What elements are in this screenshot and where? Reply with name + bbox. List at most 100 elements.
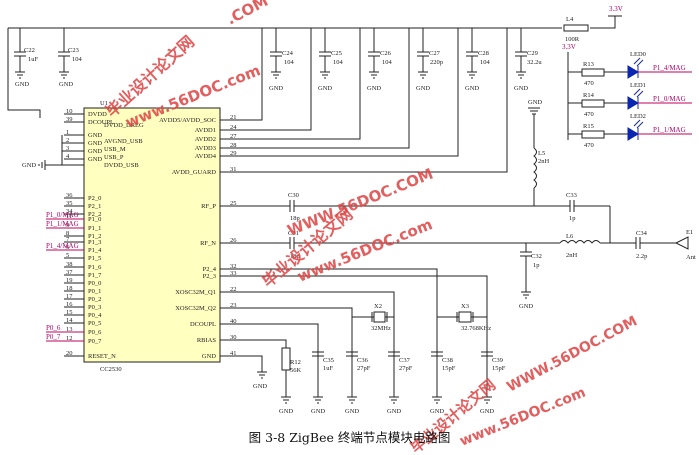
right-pin-name: AVDD2 bbox=[195, 136, 216, 143]
c32-val: 1p bbox=[533, 262, 540, 269]
left-pin-number: 1 bbox=[66, 129, 69, 136]
left-pin-number: 34 bbox=[66, 208, 73, 215]
right-pin-number: 28 bbox=[230, 142, 237, 149]
right-pin-number: 24 bbox=[230, 124, 237, 131]
c28-val: 104 bbox=[480, 59, 491, 66]
chip-label-avgnd-usb: AVGND_USB bbox=[104, 138, 143, 145]
right-pin-name: RBIAS bbox=[197, 337, 217, 344]
c22-val: 1uF bbox=[28, 56, 39, 63]
c39-ref: C39 bbox=[492, 357, 503, 364]
c27-gnd-label: GND bbox=[416, 85, 430, 92]
bottom-cap-plates bbox=[312, 351, 324, 357]
left-pin-name: P1_1 bbox=[88, 225, 101, 232]
ground-label: GND bbox=[279, 408, 293, 415]
chip-gnd-label: GND bbox=[253, 383, 267, 390]
c26-ref: C26 bbox=[380, 50, 392, 57]
right-pin-name: DCOUPL bbox=[190, 321, 216, 328]
res-r15-val: 470 bbox=[584, 142, 594, 149]
ground-symbol bbox=[432, 396, 442, 404]
inductor-l4-val: 100R bbox=[565, 36, 580, 43]
res-r13 bbox=[581, 68, 605, 77]
left-pin-name: P0_0 bbox=[88, 280, 101, 287]
led2-ref: LED2 bbox=[630, 113, 646, 120]
usb-gnd-tie: GND bbox=[22, 135, 84, 170]
c28-ref: C28 bbox=[478, 50, 489, 57]
right-pin-name: AVDD1 bbox=[195, 127, 216, 134]
c33-val: 1p bbox=[569, 215, 576, 222]
figure-caption: 图 3-8 ZigBee 终端节点模块电路图 bbox=[248, 430, 451, 445]
c27-val: 220p bbox=[430, 59, 443, 66]
left-pin-number: 37 bbox=[66, 269, 73, 276]
left-pin-name: P0_6 bbox=[88, 329, 102, 336]
r12-val: 56K bbox=[290, 367, 302, 374]
led1-net: P1_0/MAG bbox=[653, 95, 686, 103]
c27-ref: C27 bbox=[429, 50, 441, 57]
bottom-cap-plates bbox=[481, 351, 493, 357]
l6-val: 2nH bbox=[566, 252, 578, 259]
c32-ref: C32 bbox=[531, 253, 542, 260]
c33-ref: C33 bbox=[566, 192, 577, 199]
right-pin-name: XOSC32M_Q2 bbox=[175, 305, 216, 312]
x3-ref: X3 bbox=[461, 303, 469, 310]
c39-val: 15pF bbox=[492, 365, 506, 372]
res-r14 bbox=[581, 99, 605, 108]
c26-val: 104 bbox=[382, 59, 393, 66]
led1-ref: LED1 bbox=[630, 82, 646, 89]
right-pin-name: AVDD4 bbox=[195, 153, 217, 160]
cap-c22: C22 1uF GND bbox=[7, 28, 41, 118]
ground-symbol bbox=[313, 396, 323, 404]
led-rail-label: 3.3V bbox=[562, 43, 576, 51]
right-pin-number: 22 bbox=[230, 286, 237, 293]
watermark-short-1: .COM bbox=[223, 0, 271, 29]
left-pin-number: 13 bbox=[66, 326, 73, 333]
left-pin-number: 14 bbox=[66, 317, 73, 324]
l5-val: 2nH bbox=[538, 158, 550, 165]
c32-gnd-label: GND bbox=[519, 303, 533, 310]
right-pin-number: 21 bbox=[230, 114, 237, 121]
res-r15 bbox=[581, 130, 605, 139]
cap-c23: C23 104 GND bbox=[58, 28, 83, 88]
left-pin-name: DCOUPL bbox=[88, 119, 114, 126]
cap-c28: C28 104 GND bbox=[253, 28, 491, 157]
left-net-labels: P1_0/MAG P1_1/MAG P1_4/MAG P0_6 P0_7 bbox=[46, 211, 84, 342]
left-pin-number: 12 bbox=[66, 335, 73, 342]
c30-ref: C30 bbox=[288, 192, 299, 199]
inductor-l4 bbox=[563, 24, 589, 32]
left-pin-name: P0_1 bbox=[88, 288, 101, 295]
top-supply-rail: 3.3V L4 100R bbox=[8, 5, 623, 43]
c38-val: 15pF bbox=[442, 365, 456, 372]
ground-symbol bbox=[281, 396, 291, 404]
rf-section: GND L5 2nH C30 18p C33 1p C31 18p L6 2nH… bbox=[220, 99, 696, 397]
left-pin-number: 20 bbox=[66, 350, 73, 357]
left-pin-number: 39 bbox=[66, 116, 73, 123]
led0-ref: LED0 bbox=[630, 51, 646, 58]
ground-symbol bbox=[389, 396, 399, 404]
led0 bbox=[627, 57, 644, 79]
crystal-x3 bbox=[458, 311, 472, 323]
chip-ref: U1 bbox=[100, 100, 108, 107]
left-pin-number: 5 bbox=[66, 252, 69, 259]
c31-val: 18p bbox=[290, 253, 300, 260]
res-r13-ref: R13 bbox=[583, 61, 594, 68]
left-pin-name: P0_3 bbox=[88, 304, 101, 311]
right-pin-name: RF_P bbox=[201, 203, 216, 210]
left-pin-name: P2_0 bbox=[88, 195, 101, 202]
right-pin-name: XOSC32M_Q1 bbox=[175, 289, 216, 296]
ground-label: GND bbox=[311, 408, 325, 415]
crystal-x2 bbox=[373, 311, 386, 323]
x2-ref: X2 bbox=[374, 303, 382, 310]
cap-c25: C25 104 GND bbox=[253, 28, 344, 131]
c23-gnd-symbol bbox=[59, 71, 69, 79]
res-r12 bbox=[281, 347, 291, 371]
c36-val: 27pF bbox=[357, 365, 371, 372]
c36-ref: C36 bbox=[357, 357, 369, 364]
ground-label: GND bbox=[345, 408, 359, 415]
right-pin-number: 33 bbox=[230, 270, 237, 277]
c37-ref: C37 bbox=[399, 357, 411, 364]
res-r14-val: 470 bbox=[584, 111, 594, 118]
c29-ref: C29 bbox=[527, 50, 538, 57]
